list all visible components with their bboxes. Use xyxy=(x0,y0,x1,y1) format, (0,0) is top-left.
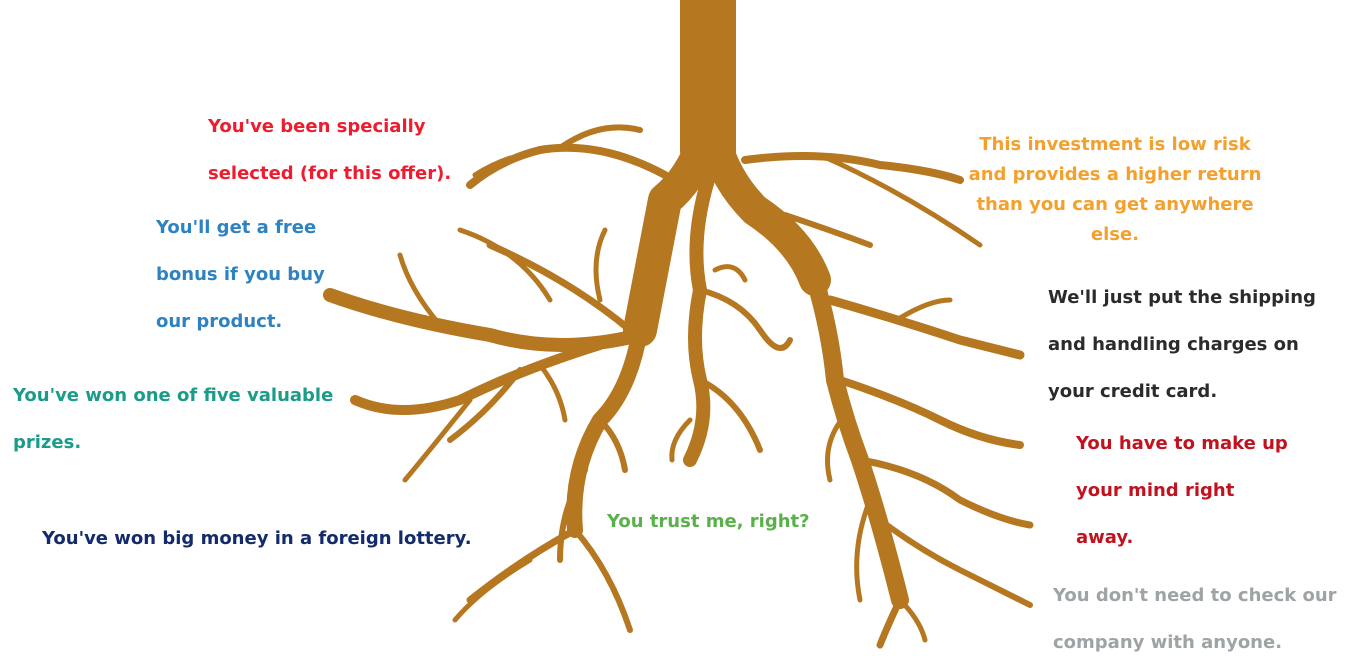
label-shipping: We'll just put the shipping and handling… xyxy=(1048,274,1316,415)
label-free-bonus: You'll get a free bonus if you buy our p… xyxy=(156,204,325,345)
root-center xyxy=(690,180,708,460)
label-make-up-mind: You have to make up your mind right away… xyxy=(1076,420,1288,561)
label-specially-selected: You've been specially selected (for this… xyxy=(208,103,451,197)
label-low-risk: This investment is low risk and provides… xyxy=(960,130,1270,250)
label-trust-me: You trust me, right? xyxy=(607,498,810,545)
label-won-prizes: You've won one of five valuable prizes. xyxy=(13,372,333,466)
root-upper-left xyxy=(470,148,665,185)
label-foreign-lottery: You've won big money in a foreign lotter… xyxy=(42,515,472,562)
